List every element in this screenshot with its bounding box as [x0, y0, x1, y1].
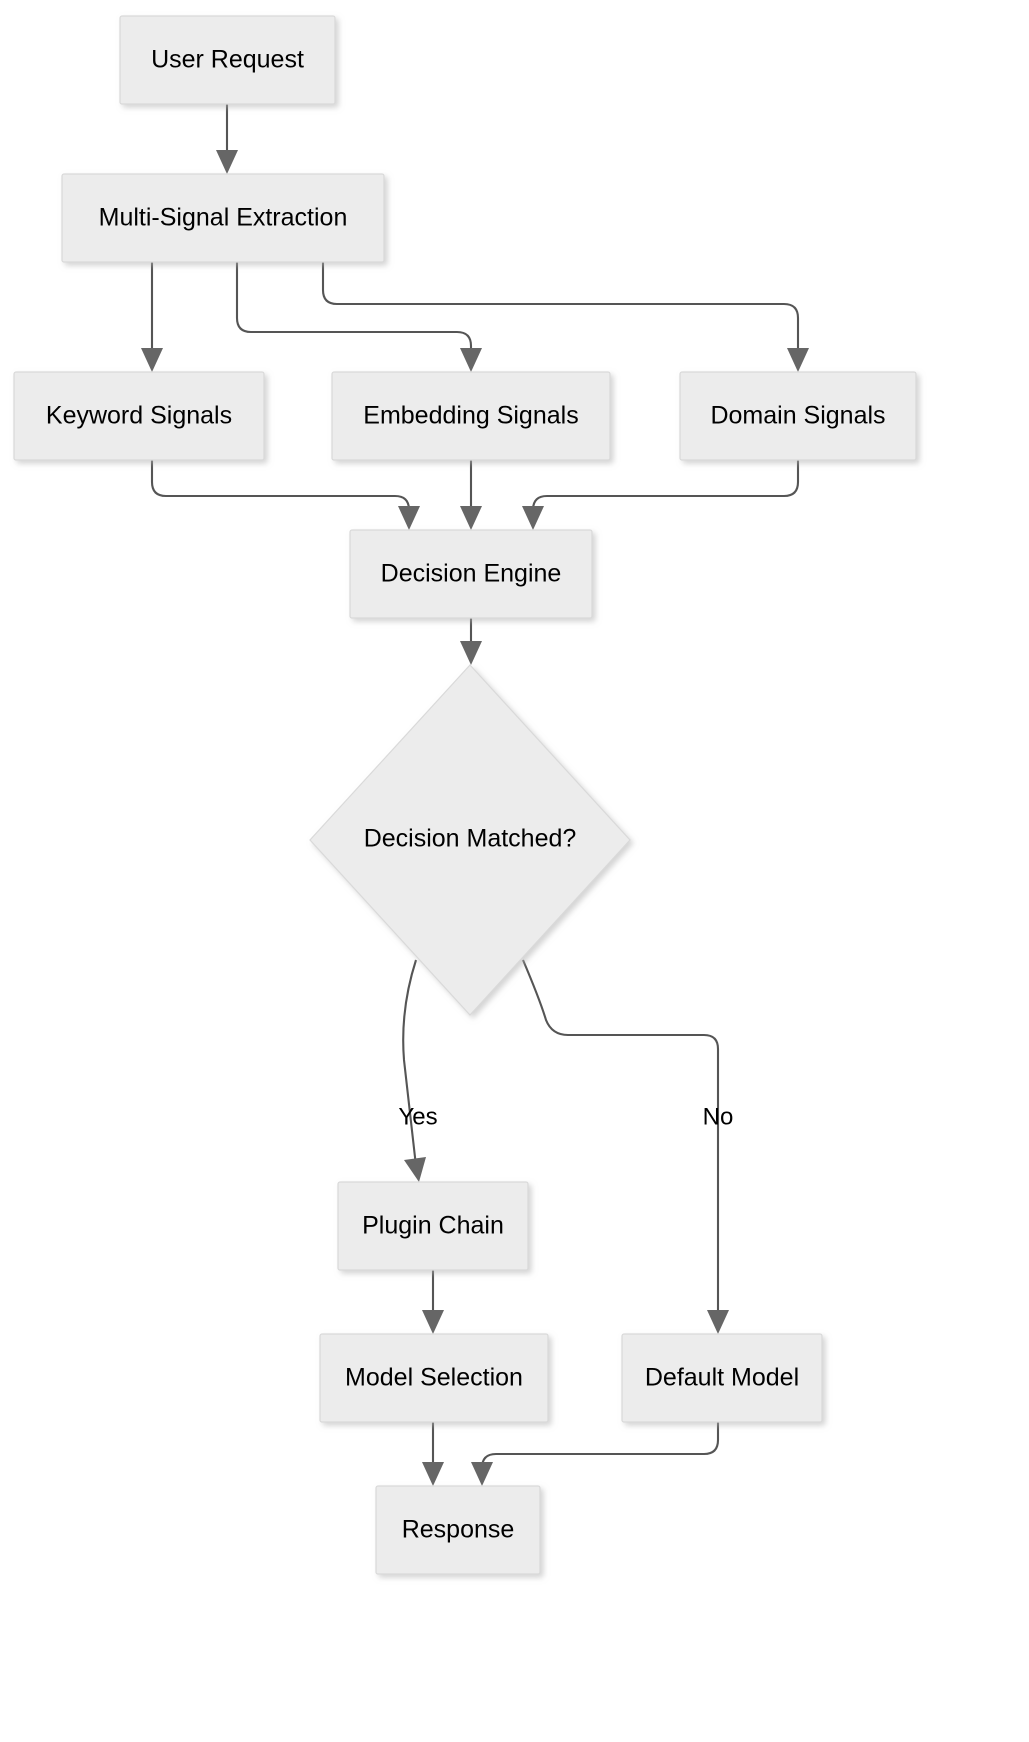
node-response[interactable]: Response — [375, 1485, 541, 1575]
edge-keyword-signals-to-decision-engine — [150, 460, 420, 530]
edge-decision-matched-yes-to-plugin-chain — [402, 959, 426, 1182]
node-plugin-chain[interactable]: Plugin Chain — [337, 1181, 529, 1271]
arrow-head-icon — [460, 641, 482, 665]
edge-layer: Yes No — [141, 104, 809, 1486]
node-layer: User Request Multi-Signal Extraction Key… — [13, 15, 917, 1575]
edge-label-yes: Yes — [398, 1103, 437, 1130]
node-user-request[interactable]: User Request — [119, 15, 336, 105]
arrow-head-icon — [141, 348, 163, 372]
node-domain-signals-shape[interactable] — [679, 371, 917, 461]
node-keyword-signals[interactable]: Keyword Signals — [13, 371, 265, 461]
arrow-head-icon — [707, 1310, 729, 1334]
arrow-head-icon — [460, 348, 482, 372]
node-decision-matched-shape[interactable] — [309, 664, 631, 1016]
arrow-head-icon — [460, 506, 482, 530]
arrow-head-icon — [787, 348, 809, 372]
edge-multi-signal-to-embedding-signals — [235, 262, 482, 372]
edge-embedding-signals-to-decision-engine — [460, 460, 482, 530]
arrow-head-icon — [404, 1157, 426, 1182]
node-domain-signals[interactable]: Domain Signals — [679, 371, 917, 461]
arrow-head-icon — [471, 1462, 493, 1486]
edge-decision-engine-to-decision-matched — [460, 618, 482, 665]
arrow-head-icon — [422, 1310, 444, 1334]
node-default-model-shape[interactable] — [621, 1333, 823, 1423]
node-model-selection[interactable]: Model Selection — [319, 1333, 549, 1423]
node-default-model[interactable]: Default Model — [621, 1333, 823, 1423]
node-keyword-signals-shape[interactable] — [13, 371, 265, 461]
edge-label-no: No — [703, 1103, 734, 1130]
edge-model-selection-to-response — [422, 1422, 444, 1486]
node-multi-signal-extraction[interactable]: Multi-Signal Extraction — [61, 173, 385, 263]
edge-decision-matched-no-to-default-model — [522, 959, 729, 1334]
node-decision-matched[interactable]: Decision Matched? — [309, 664, 631, 1016]
arrow-head-icon — [522, 506, 544, 530]
node-user-request-shape[interactable] — [119, 15, 336, 105]
node-model-selection-shape[interactable] — [319, 1333, 549, 1423]
arrow-head-icon — [422, 1462, 444, 1486]
edge-plugin-chain-to-model-selection — [422, 1270, 444, 1334]
edge-user-request-to-multi-signal — [216, 104, 238, 174]
node-decision-engine[interactable]: Decision Engine — [349, 529, 593, 619]
node-multi-signal-extraction-shape[interactable] — [61, 173, 385, 263]
edge-domain-signals-to-decision-engine — [522, 460, 800, 530]
edge-default-model-to-response — [471, 1422, 720, 1486]
node-decision-engine-shape[interactable] — [349, 529, 593, 619]
edge-multi-signal-to-domain-signals — [321, 262, 809, 372]
edge-multi-signal-to-keyword-signals — [141, 262, 163, 372]
arrow-head-icon — [398, 506, 420, 530]
node-embedding-signals-shape[interactable] — [331, 371, 611, 461]
arrow-head-icon — [216, 150, 238, 174]
node-response-shape[interactable] — [375, 1485, 541, 1575]
node-embedding-signals[interactable]: Embedding Signals — [331, 371, 611, 461]
node-plugin-chain-shape[interactable] — [337, 1181, 529, 1271]
